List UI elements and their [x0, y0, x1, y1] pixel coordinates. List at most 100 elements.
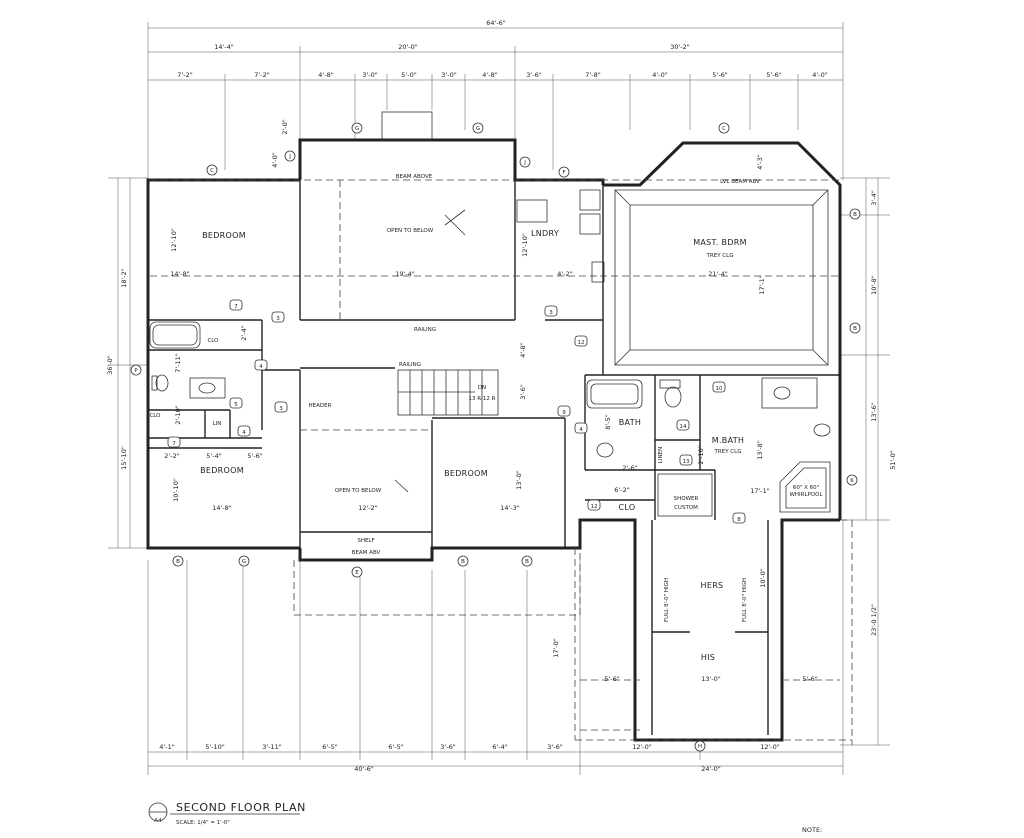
- dim-bot-b: 24'-0": [701, 765, 721, 773]
- label-bedroom-s: BEDROOM: [444, 469, 488, 478]
- label-bedroom-nw: BEDROOM: [202, 231, 246, 240]
- dim-t9: 7'-8": [585, 71, 600, 79]
- tag-n3a: 3: [276, 316, 280, 322]
- dim-wic-h: 10'-0": [759, 568, 767, 588]
- door-tags: [167, 299, 746, 524]
- tag-n12a: 12: [578, 340, 585, 346]
- dim-t8: 3'-6": [526, 71, 541, 79]
- dim-bath-d5: 2'-10": [697, 445, 705, 465]
- tag-c3: G: [476, 126, 480, 132]
- dim-right-c: 13'-6": [870, 402, 878, 422]
- tag-b1: B: [853, 212, 857, 218]
- tag-n10: 10: [716, 386, 723, 392]
- label-trey-clg: TREY CLG: [706, 253, 734, 259]
- dim-left-total: 36'-0": [106, 355, 114, 375]
- dim-w1: 5'-6": [604, 675, 619, 683]
- dim-top-b: 20'-0": [398, 43, 418, 51]
- trey-ceiling-outline: [614, 189, 829, 366]
- tag-g-bottom: G: [242, 559, 246, 565]
- arrow-open-below-top: [444, 209, 466, 226]
- dim-bedroom-s-h: 13'-0": [515, 470, 523, 490]
- tag-n4a: 4: [259, 364, 263, 370]
- dim-bath-w3: 5'-6": [247, 452, 262, 460]
- tag-j2: J: [523, 160, 526, 166]
- fixtures: [149, 111, 831, 517]
- label-stair-dn: DN: [478, 385, 486, 391]
- dim-overall: 64'-6": [486, 19, 506, 27]
- dim-bot-a: 40'-6": [354, 765, 374, 773]
- tag-n9: 9: [562, 410, 566, 416]
- dim-b7: 6'-4": [492, 743, 507, 751]
- dim-t4: 3'-0": [362, 71, 377, 79]
- dim-b6: 3'-6": [440, 743, 455, 751]
- label-bath: BATH: [619, 418, 641, 427]
- dim-bath-d1: 8'-5": [604, 414, 612, 429]
- tag-c2: G: [355, 126, 359, 132]
- dim-t3: 4'-8": [318, 71, 333, 79]
- note-label: NOTE:: [802, 826, 822, 834]
- tag-c1: C: [210, 168, 214, 174]
- tag-n7b: 7: [172, 441, 176, 447]
- plan-title: SECOND FLOOR PLAN: [176, 801, 306, 814]
- label-master-bedroom: MAST. BDRM: [693, 238, 747, 247]
- tag-k1: K: [850, 478, 854, 484]
- dim-b4: 6'-5": [322, 743, 337, 751]
- tag-j1: J: [288, 154, 291, 160]
- tag-n14: 14: [680, 424, 687, 430]
- tag-c4: C: [722, 126, 726, 132]
- label-whirlpool-2: WHIRLPOOL: [789, 492, 823, 498]
- top-dimension-lines: [147, 22, 844, 180]
- dim-mid-a: 4'-8": [519, 342, 527, 357]
- dim-top-a: 14'-4": [214, 43, 234, 51]
- tag-n4b: 4: [242, 430, 246, 436]
- label-beam-abv: BEAM ABV: [352, 550, 381, 556]
- tag-n8: 8: [737, 517, 741, 523]
- dim-lndry-h: 12'-10": [521, 233, 529, 257]
- label-shelf: SHELF: [357, 538, 374, 544]
- dim-top-c: 30'-2": [670, 43, 690, 51]
- dim-bath-w2: 5'-4": [206, 452, 221, 460]
- dim-b5: 6'-5": [388, 743, 403, 751]
- label-his: HIS: [701, 653, 715, 662]
- arrow-open-below-bottom: [394, 479, 409, 493]
- tag-n4c: 4: [579, 427, 583, 433]
- tag-b3: B: [176, 559, 180, 565]
- interior-walls: [148, 180, 840, 735]
- dim-t5: 5'-0": [401, 71, 416, 79]
- dim-right-total: 51'-0": [889, 450, 897, 470]
- tag-p1: P: [134, 368, 138, 374]
- dim-b8: 3'-6": [547, 743, 562, 751]
- dim-right-a: 3'-4": [870, 190, 878, 205]
- label-clo-nw: CLO: [207, 338, 219, 344]
- dim-t7: 4'-8": [482, 71, 497, 79]
- dim-b9: 12'-0": [632, 743, 652, 751]
- label-open-below-bottom: OPEN TO BELOW: [335, 488, 382, 494]
- tag-n3c: 3: [549, 310, 553, 316]
- tag-f1: F: [562, 170, 565, 176]
- label-lin: LIN: [213, 421, 222, 427]
- dim-b10: 12'-0": [760, 743, 780, 751]
- label-stair-risers: 13 R-12 R: [469, 396, 496, 402]
- label-full-right: FULL 8'-0" HIGH: [742, 578, 748, 622]
- dim-bath-d2: 2'-6": [622, 464, 637, 472]
- label-clo-s: CLO: [619, 503, 636, 512]
- label-laundry: LNDRY: [531, 229, 559, 238]
- side-dimension-lines: [108, 177, 890, 746]
- dim-left-b: 15'-10": [120, 446, 128, 470]
- dim-hers-his-w: 13'-0": [701, 675, 721, 683]
- dim-b1: 4'-1": [159, 743, 174, 751]
- label-open-below-top: OPEN TO BELOW: [387, 228, 434, 234]
- dim-t2: 7'-2": [254, 71, 269, 79]
- plan-scale: SCALE: 1/4" = 1'-0": [176, 820, 230, 826]
- tag-e1: E: [355, 570, 359, 576]
- dim-right-b: 10'-8": [870, 275, 878, 295]
- label-bedroom-sw: BEDROOM: [200, 466, 244, 475]
- title-block: [148, 802, 300, 822]
- dim-left-c: 7'-11": [174, 353, 182, 373]
- dim-mast-h: 17'-1": [758, 275, 766, 295]
- dim-bedroom-nw-h: 12'-10": [170, 228, 178, 252]
- tag-n7a: 7: [234, 304, 238, 310]
- dim-small-a: 2'-4": [240, 325, 248, 340]
- dim-mbath-h: 13'-8": [756, 440, 764, 460]
- dim-t12: 5'-6": [766, 71, 781, 79]
